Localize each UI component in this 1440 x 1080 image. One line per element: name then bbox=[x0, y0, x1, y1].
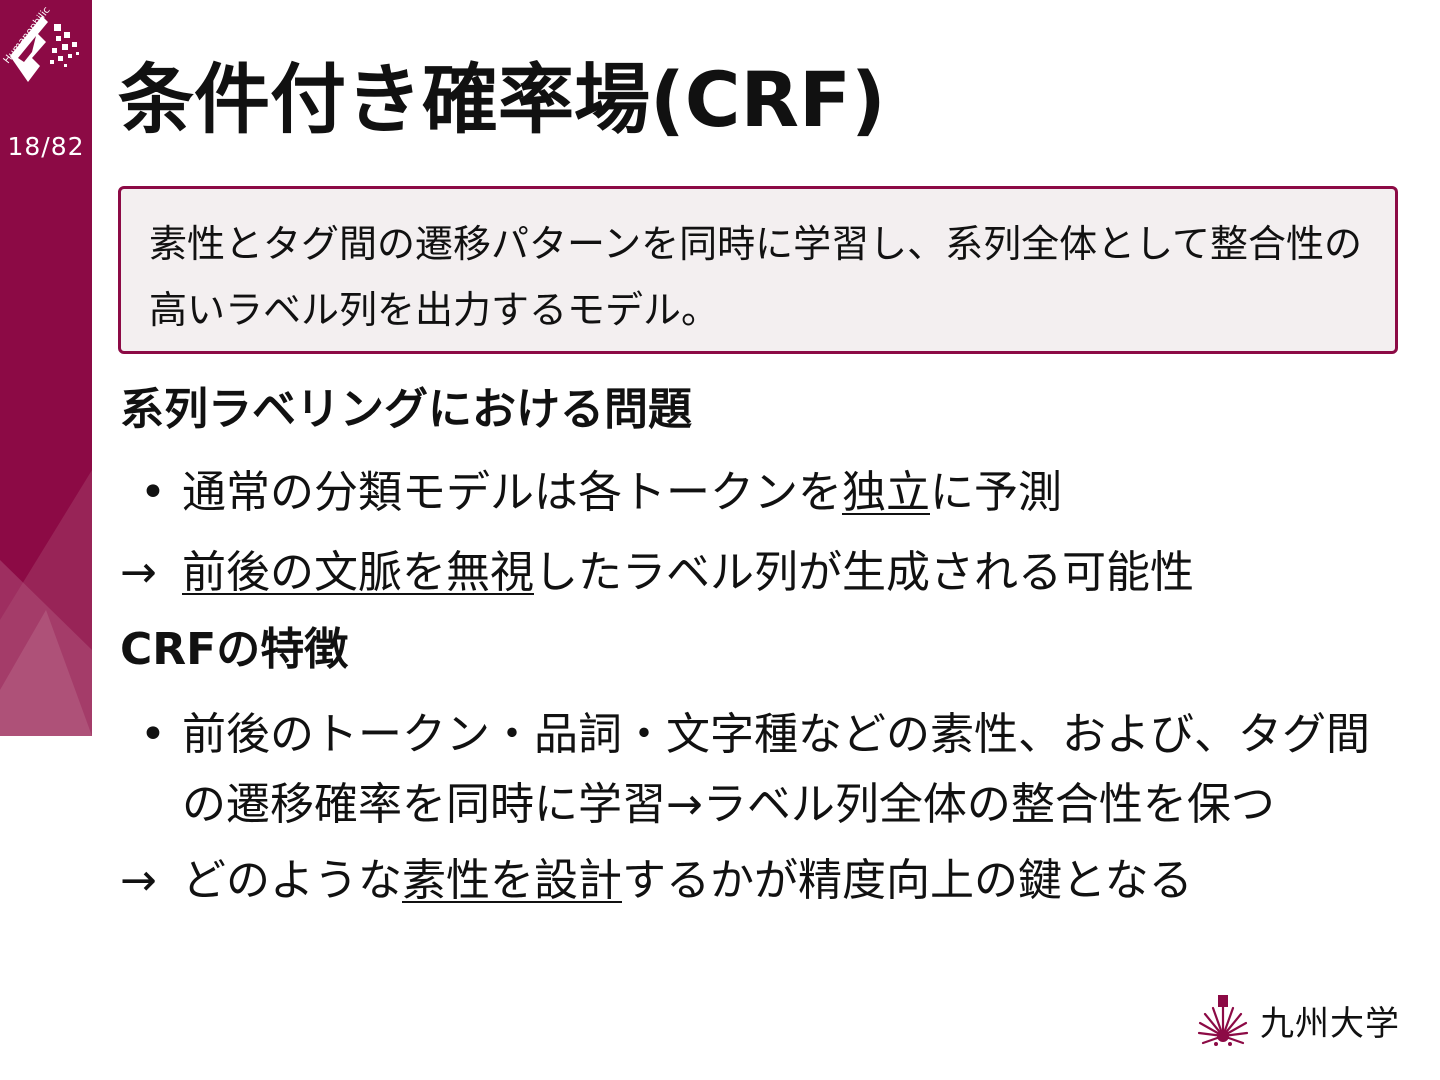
underlined-keyword: 素性を設計 bbox=[402, 855, 622, 906]
bullet-item: • 前後のトークン・品詞・文字種などの素性、および、タグ間の遷移確率を同時に学習… bbox=[140, 700, 1400, 840]
arrow-icon: → bbox=[120, 855, 157, 906]
sidebar: Humanophilic 18/82 bbox=[0, 0, 92, 736]
kyushu-university-emblem-icon bbox=[1197, 995, 1249, 1046]
section-heading-crf-features: CRFの特徴 bbox=[120, 624, 349, 675]
humanophilic-logo-icon: Humanophilic bbox=[2, 5, 79, 82]
bullet-dot: • bbox=[140, 709, 166, 760]
university-name: 九州大学 bbox=[1260, 1003, 1400, 1044]
bullet-item: • 通常の分類モデルは各トークンを独立に予測 bbox=[140, 458, 1400, 528]
section-heading-problem: 系列ラベリングにおける問題 bbox=[120, 384, 692, 435]
arrow-conclusion: →どのような素性を設計するかが精度向上の鍵となる bbox=[120, 846, 1193, 916]
arrow-conclusion: →前後の文脈を無視したラベル列が生成される可能性 bbox=[120, 538, 1194, 608]
definition-box: 素性とタグ間の遷移パターンを同時に学習し、系列全体として整合性の高いラベル列を出… bbox=[118, 186, 1398, 354]
page-number: 18/82 bbox=[7, 132, 85, 161]
sidebar-facet-decoration bbox=[0, 470, 92, 736]
slide-title: 条件付き確率場(CRF) bbox=[118, 55, 886, 144]
university-logo: 九州大学 bbox=[1196, 990, 1406, 1050]
definition-text: 素性とタグ間の遷移パターンを同時に学習し、系列全体として整合性の高いラベル列を出… bbox=[149, 222, 1362, 332]
arrow-icon: → bbox=[120, 547, 157, 598]
bullet-dot: • bbox=[140, 467, 166, 518]
underlined-keyword: 前後の文脈を無視 bbox=[182, 547, 534, 598]
underlined-keyword: 独立 bbox=[842, 467, 930, 518]
